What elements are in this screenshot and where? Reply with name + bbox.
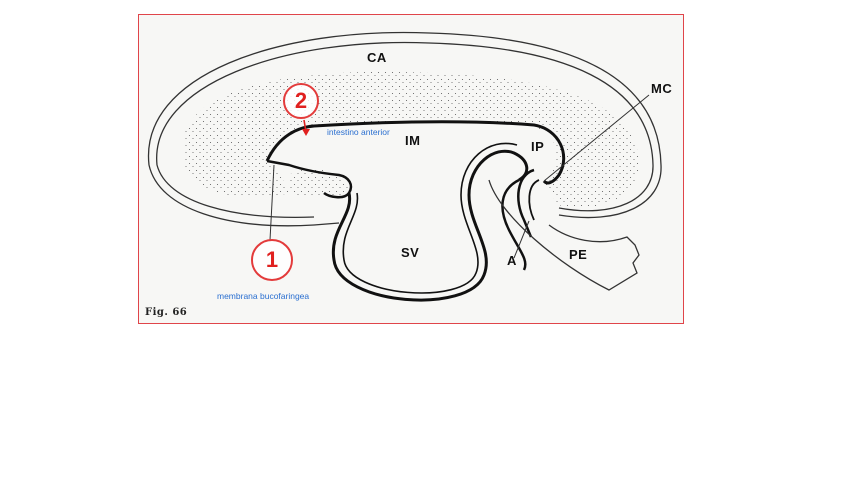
marker-1: 1 bbox=[251, 239, 293, 281]
label-a: A bbox=[507, 253, 517, 268]
label-im: IM bbox=[405, 133, 420, 148]
label-pe: PE bbox=[569, 247, 587, 262]
label-sv: SV bbox=[401, 245, 419, 260]
marker-2: 2 bbox=[283, 83, 319, 119]
label-ca: CA bbox=[367, 50, 387, 65]
embryo-section-diagram bbox=[139, 15, 684, 324]
label-mc: MC bbox=[651, 81, 672, 96]
sinus-venosus-outline bbox=[333, 151, 526, 300]
figure-frame: CA MC IM IP SV A PE intestino anterior m… bbox=[138, 14, 684, 324]
marker-2-arrowhead bbox=[302, 129, 310, 136]
annotation-membrana-bucofaringea: membrana bucofaringea bbox=[217, 291, 309, 301]
sinus-venosus-inner bbox=[343, 143, 517, 293]
annotation-intestino-anterior: intestino anterior bbox=[327, 127, 390, 137]
figure-caption: Fig. 66 bbox=[145, 307, 187, 318]
label-ip: IP bbox=[531, 139, 544, 154]
cloacal-membrane bbox=[529, 180, 539, 220]
